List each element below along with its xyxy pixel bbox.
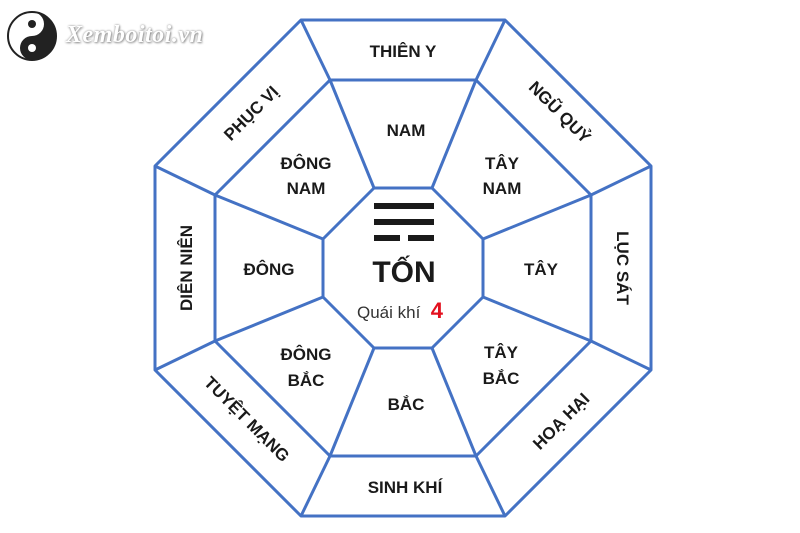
- direction-label-southwest-1: TÂY: [485, 154, 520, 173]
- logo-text: Xemboitoi.vn: [66, 22, 204, 48]
- quai-label: Quái khí: [357, 303, 421, 322]
- direction-label-northwest-2: BẮC: [483, 369, 520, 388]
- star-label-northeast: TUYỆT MẠNG: [200, 373, 293, 466]
- direction-label-west: TÂY: [524, 260, 559, 279]
- star-label-east: DIÊN NIÊN: [177, 225, 196, 311]
- direction-label-southwest-2: NAM: [483, 179, 522, 198]
- center-trigram-name: TỐN: [372, 255, 435, 289]
- star-label-west: LỤC SÁT: [613, 231, 632, 305]
- direction-label-south: NAM: [387, 121, 426, 140]
- direction-label-northeast-1: ĐÔNG: [281, 345, 332, 364]
- direction-label-southeast-1: ĐÔNG: [281, 154, 332, 173]
- direction-label-northeast-2: BẮC: [288, 371, 325, 390]
- spokes: [154, 19, 652, 517]
- direction-label-northwest-1: TÂY: [484, 343, 519, 362]
- center-quai-line: Quái khí 4: [357, 298, 444, 323]
- direction-label-north: BẮC: [388, 395, 425, 414]
- star-label-north: SINH KHÍ: [368, 478, 444, 497]
- star-label-southwest: NGŨ QUỶ: [525, 77, 596, 148]
- xun-trigram-icon: [374, 203, 434, 241]
- yin-yang-icon: [7, 11, 57, 61]
- star-label-south: THIÊN Y: [370, 42, 437, 61]
- star-label-northwest: HOẠ HẠI: [529, 389, 593, 453]
- direction-label-east: ĐÔNG: [244, 260, 295, 279]
- direction-label-southeast-2: NAM: [287, 179, 326, 198]
- site-logo: Xemboitoi.vn: [6, 8, 246, 66]
- quai-value: 4: [431, 298, 444, 323]
